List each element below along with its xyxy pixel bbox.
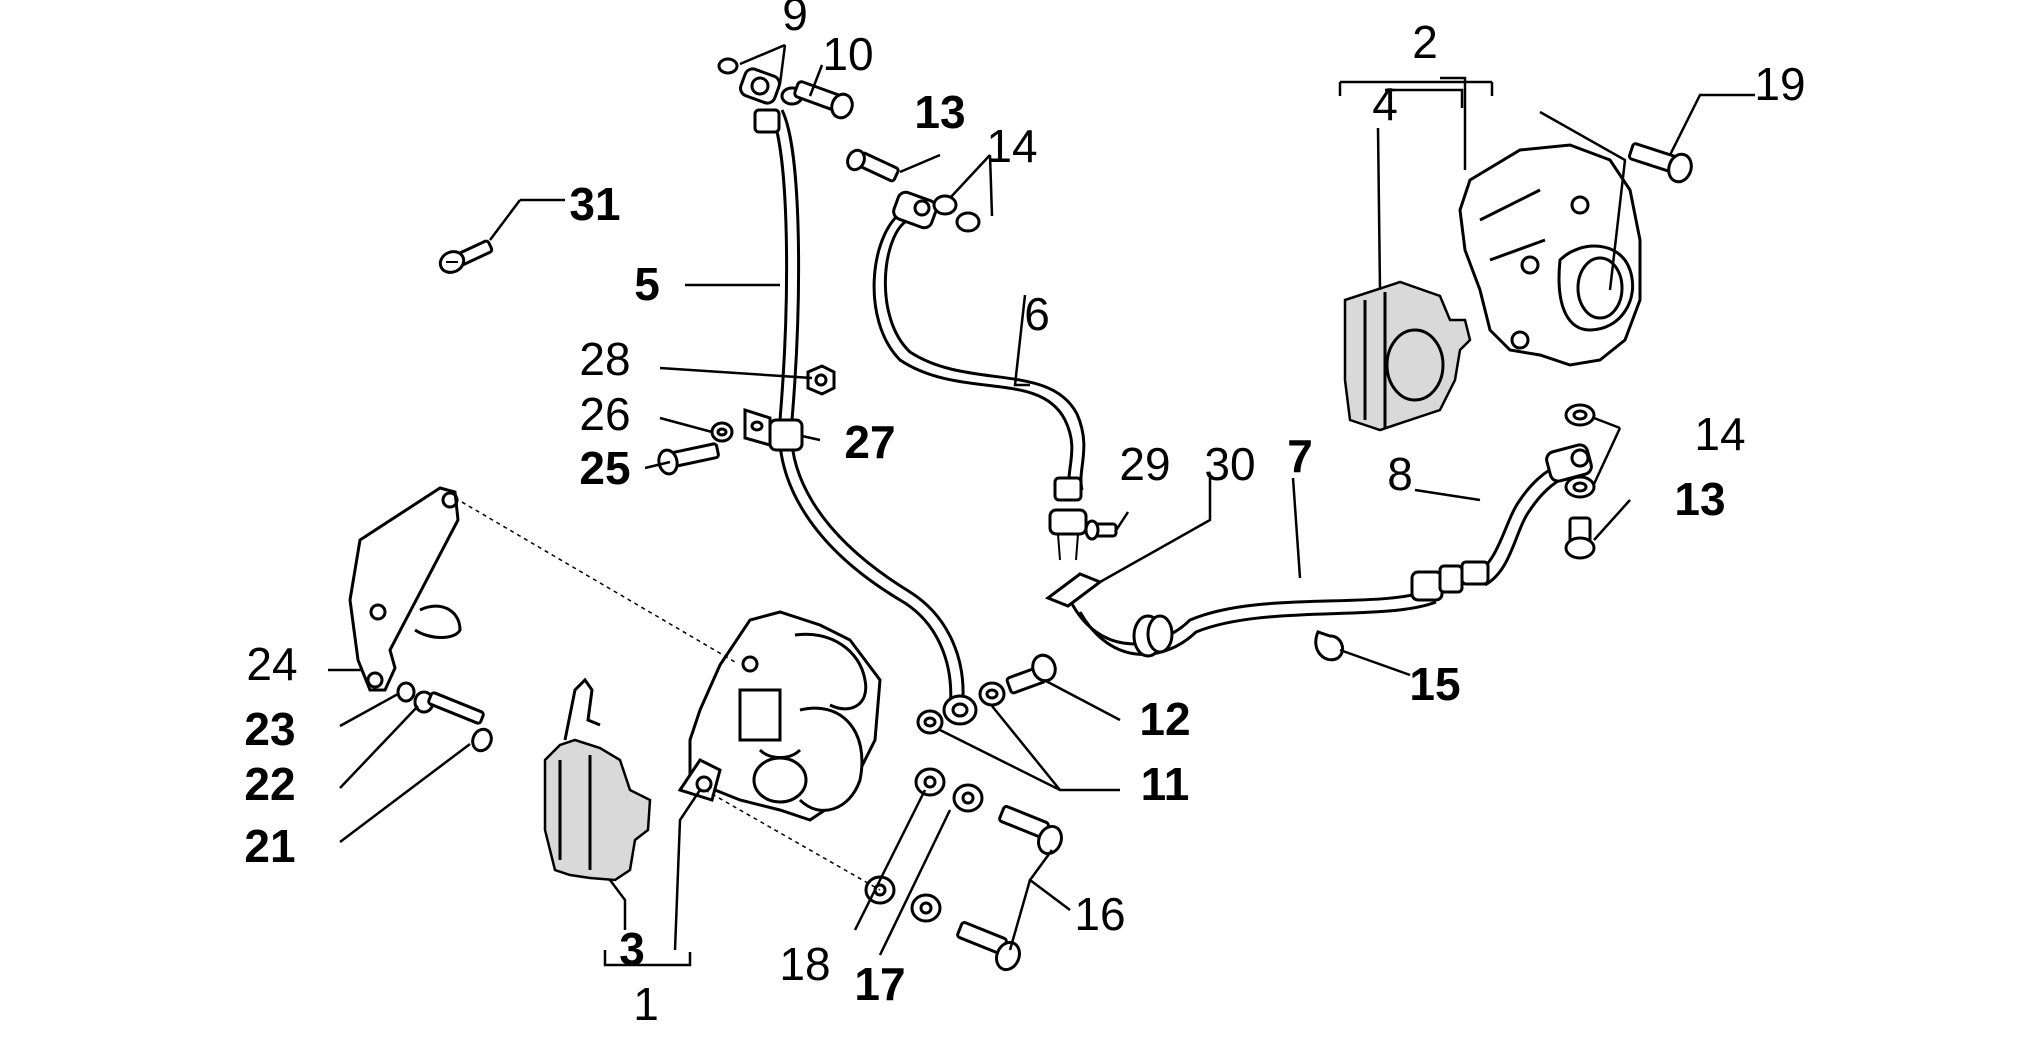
callout-28: 28 — [579, 333, 630, 385]
bolt-25 — [657, 442, 720, 476]
callout-16: 16 — [1074, 888, 1125, 940]
brake-pads-3 — [543, 677, 652, 882]
callout-13: 13 — [1674, 473, 1725, 525]
callout-8: 8 — [1387, 448, 1413, 500]
callout-21: 21 — [244, 820, 295, 872]
washer-17 — [910, 783, 984, 923]
callout-7: 7 — [1287, 430, 1313, 482]
bracket-30 — [1044, 572, 1104, 608]
callout-1: 1 — [633, 978, 659, 1030]
callout-22: 22 — [244, 758, 295, 810]
callout-14: 14 — [1694, 408, 1745, 460]
callout-15: 15 — [1409, 658, 1460, 710]
clamp-27 — [743, 407, 804, 452]
washer-23 — [396, 681, 416, 703]
callout-3: 3 — [619, 923, 645, 975]
caliper-bracket-24 — [348, 486, 462, 692]
callout-24: 24 — [246, 638, 297, 690]
callout-25: 25 — [579, 442, 630, 494]
callout-27: 27 — [844, 416, 895, 468]
washers-14-top — [932, 194, 981, 233]
alignment-line-washer — [704, 789, 881, 891]
callout-9: 9 — [782, 0, 808, 40]
callout-13: 13 — [914, 86, 965, 138]
callout-12: 12 — [1139, 693, 1190, 745]
callout-31: 31 — [569, 178, 620, 230]
nut-28 — [806, 364, 836, 396]
callout-2: 2 — [1412, 16, 1438, 68]
leader-lines — [328, 43, 1755, 967]
alignment-line-bracket — [454, 497, 736, 663]
banjo-hose-5-lower — [942, 694, 978, 726]
caliper-body-front — [677, 610, 882, 822]
hose-7 — [1068, 588, 1437, 656]
banjo-fitting-top-left — [739, 67, 781, 134]
screw-31 — [438, 239, 494, 274]
bolt-21 — [427, 691, 493, 753]
grommet-hose-7 — [1132, 614, 1174, 658]
callout-11: 11 — [1141, 758, 1190, 810]
bolt-13-top — [846, 148, 900, 183]
callout-29: 29 — [1119, 438, 1170, 490]
callout-26: 26 — [579, 388, 630, 440]
hose-5 — [768, 109, 965, 711]
callout-4: 4 — [1372, 78, 1398, 130]
callout-23: 23 — [244, 703, 295, 755]
bolt-29 — [1084, 519, 1118, 541]
callout-5: 5 — [634, 258, 660, 310]
bolt-13-right — [1564, 516, 1596, 560]
washers-14-right — [1564, 403, 1596, 499]
washer-26 — [710, 421, 734, 443]
callout-14: 14 — [986, 120, 1037, 172]
union-fitting-7-8 — [1410, 560, 1490, 602]
bolt-10 — [793, 80, 854, 120]
washer-9a — [717, 57, 739, 75]
callout-6: 6 — [1024, 288, 1050, 340]
caliper-body-rear — [1458, 143, 1642, 367]
callout-19: 19 — [1754, 58, 1805, 110]
clip-15 — [1314, 630, 1344, 662]
hose-6 — [872, 208, 1086, 491]
bolt-19 — [1627, 142, 1693, 184]
callout-30: 30 — [1204, 438, 1255, 490]
washers-11 — [916, 681, 1006, 735]
banjo-fitting-hose-6-top — [892, 190, 938, 230]
bolts-16 — [956, 804, 1063, 972]
bolt-12 — [1005, 653, 1057, 695]
brake-pads-4 — [1343, 280, 1472, 432]
hose-8 — [1474, 463, 1567, 587]
hose-6-lower-fitting — [1048, 476, 1088, 561]
callout-18: 18 — [779, 938, 830, 990]
callout-17: 17 — [854, 958, 905, 1010]
callout-10: 10 — [822, 28, 873, 80]
